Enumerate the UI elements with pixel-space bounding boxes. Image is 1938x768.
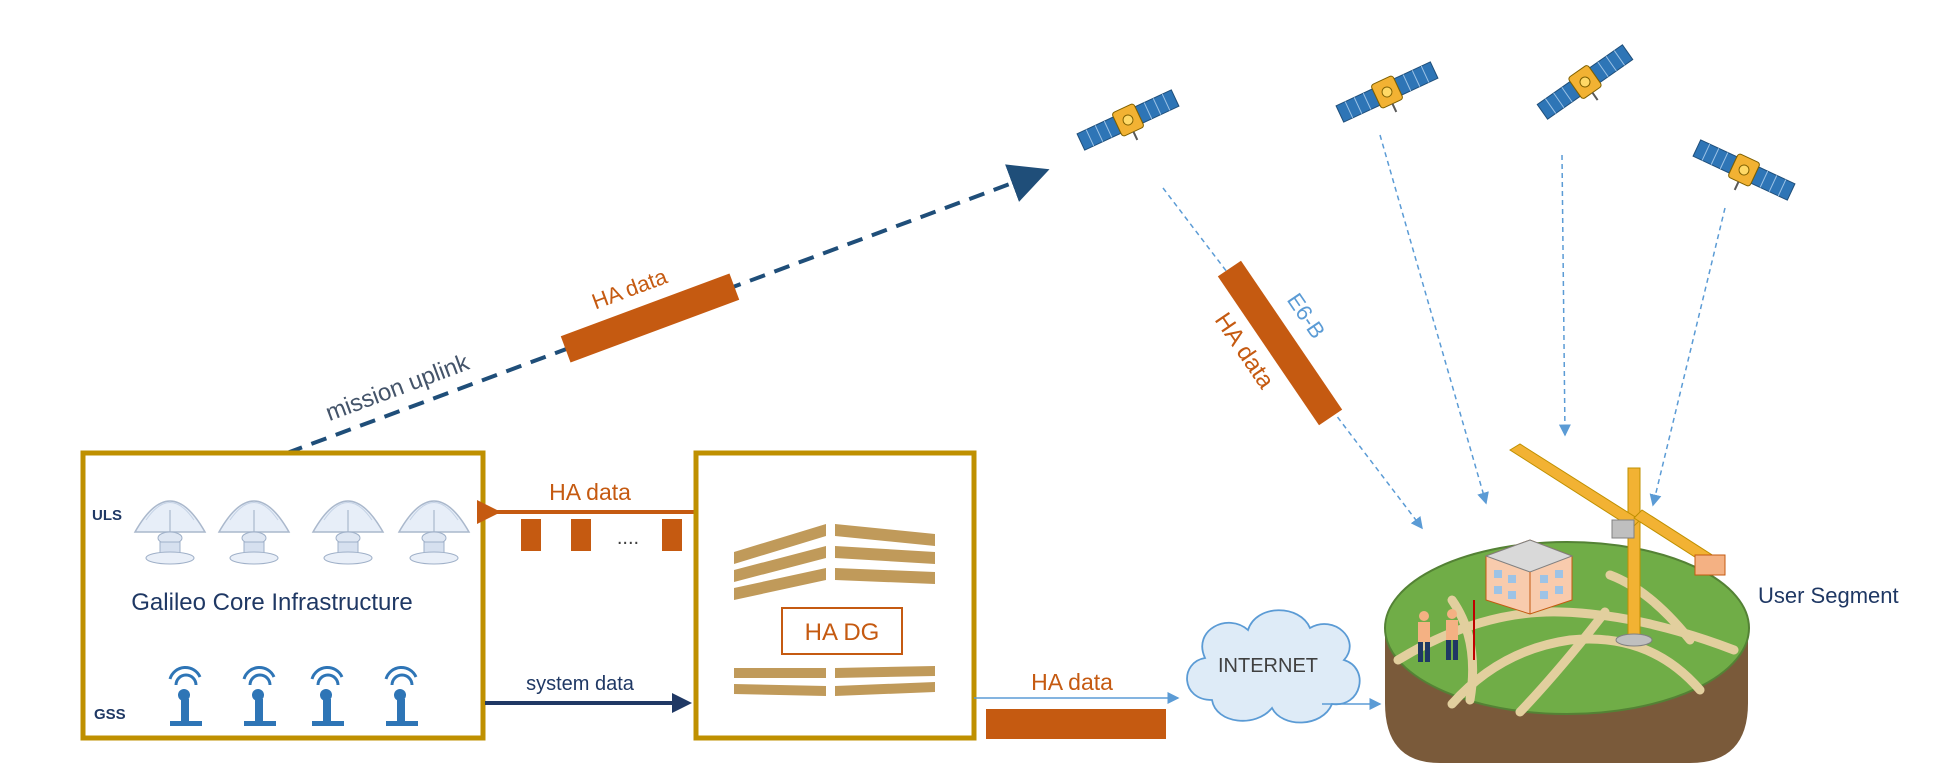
satellite-icon (1686, 135, 1798, 213)
galileo-core-title: Galileo Core Infrastructure (131, 589, 412, 616)
gss-label: GSS (94, 706, 126, 723)
server-building-icon (734, 524, 935, 696)
ha-data-packet (662, 519, 682, 551)
ha-data-to-core: HA data .... (477, 479, 698, 551)
signal-line (1379, 134, 1489, 505)
signal-line (1558, 154, 1571, 437)
internet-label: INTERNET (1218, 655, 1318, 677)
e6b-ha-data-packet (1217, 260, 1343, 426)
system-data-label: system data (526, 673, 635, 695)
galileo-core-box (80, 450, 486, 741)
ha-dg-label: HA DG (805, 619, 880, 646)
ha-data-packet (986, 709, 1166, 739)
ha-data-to-internet-label: HA data (1031, 669, 1113, 695)
tower-crane-icon (1509, 443, 1726, 647)
ha-dg-label-box (781, 607, 903, 655)
mission-uplink: HA data mission uplink (286, 164, 1050, 455)
satellite-icon (1333, 57, 1445, 135)
packet-ellipsis: .... (617, 527, 639, 549)
mission-uplink-label: mission uplink (322, 349, 474, 427)
satellite-constellation (1074, 40, 1798, 213)
e6b-signal: E6-B HA data (1209, 260, 1343, 426)
signal-line (1649, 207, 1726, 507)
ha-data-packet (571, 519, 591, 551)
galileo-core-infrastructure: ULS Galileo Core Infrastructure GSS (80, 450, 486, 741)
ha-data-to-core-label: HA data (549, 479, 631, 505)
internet-cloud: INTERNET (1186, 609, 1382, 724)
office-building-icon (1484, 539, 1574, 615)
ha-data-packet (521, 519, 541, 551)
system-data-flow: system data (485, 673, 692, 713)
satellite-icon (1074, 85, 1186, 163)
uplink-ha-data-packet (560, 273, 740, 363)
ha-data-generator: HA DG (693, 450, 977, 741)
construction-site-island: User Segment (1384, 443, 1899, 763)
cloud-icon (1186, 609, 1361, 724)
satellite-icon (1533, 40, 1642, 131)
signal-in-space-lines (1162, 134, 1726, 530)
user-segment-label: User Segment (1758, 583, 1899, 608)
ha-data-to-internet: HA data (974, 669, 1180, 739)
uls-label: ULS (92, 507, 122, 524)
